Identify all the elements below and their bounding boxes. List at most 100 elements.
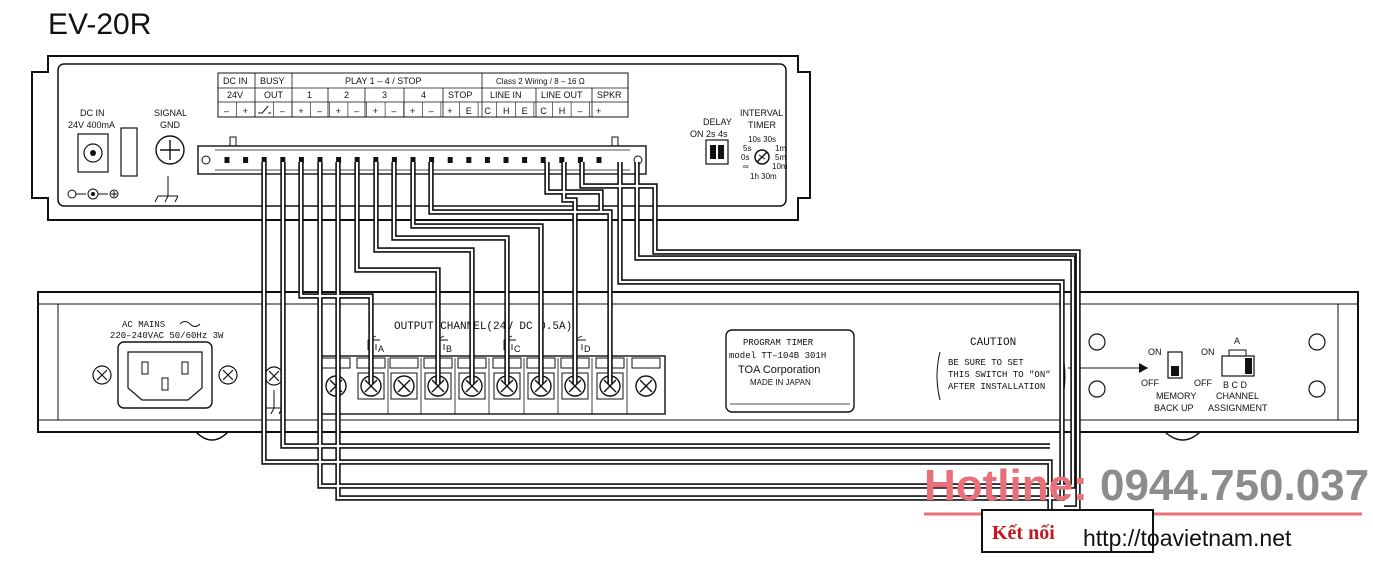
terminal-screw [484,157,490,163]
pin-label: C [540,106,547,116]
delay-label: DELAY [703,117,732,127]
polarity-icon [67,188,119,200]
pin-label: – [317,106,322,116]
pin-label: – [224,106,229,116]
terminal-screw [280,157,286,163]
channel-assign-label2: ASSIGNMENT [1208,403,1268,413]
caution-line2: THIS SWITCH TO "ON" [948,370,1051,380]
terminal-screw [596,157,602,163]
timer-val-2: 1m [775,144,786,153]
timer-val-3: 0s [741,153,749,162]
dc-in-spec: 24V 400mA [68,120,115,130]
pin-label: + [373,106,378,116]
plate-line4: MADE IN JAPAN [750,378,811,387]
signal-gnd-terminal-icon [155,135,185,165]
pin-label: + [410,106,415,116]
ket-noi-label: Kết nối [992,522,1055,544]
interval-label2: TIMER [748,120,776,130]
channel-assign-label1: CHANNEL [1216,391,1259,401]
channel-bcd-label: B C D [1223,380,1248,390]
ket-noi-box [981,509,1154,553]
hotline-watermark: Hotline: 0944.750.037 [924,461,1369,510]
pin-label: H [559,106,566,116]
terminal-screw [243,157,249,163]
timer-val-1: 5s [743,144,751,153]
delay-dip-switch[interactable] [705,139,729,165]
channel-a-label: A [1234,336,1240,346]
timer-val-6: ∞ [743,162,749,171]
tt104b-unit: AC MAINS 220–240VAC 50/60Hz 3W OUTPUT CH… [37,291,1359,441]
nameplate: PROGRAM TIMER model TT–104B 301H TOA Cor… [725,329,855,413]
sub-play-3: 3 [382,90,387,100]
pin-label: H [503,106,510,116]
terminal-screw [354,157,360,163]
group-play: PLAY 1 – 4 / STOP [345,76,422,86]
pin-label: + [596,106,601,116]
arrow-right-icon [1139,363,1148,373]
wire [579,162,1081,511]
dc-jack [77,133,109,173]
wire [373,162,475,384]
terminal-screw [429,157,435,163]
memory-on-label: ON [1148,347,1162,357]
pin-label: C [484,106,491,116]
dc-in-label: DC IN [80,108,105,118]
sub-line-out: LINE OUT [541,90,583,100]
plate-line2: model TT–104B 301H [729,351,826,361]
sub-play-4: 4 [421,90,426,100]
pin-label: E [522,106,528,116]
dc-jack-icon [83,143,103,163]
pin-label: – [280,106,285,116]
memory-label1: MEMORY [1156,391,1196,401]
terminal-screw [540,157,546,163]
memory-off-label: OFF [1141,378,1159,388]
sub-24v: 24V [227,90,243,100]
sub-play-2: 2 [344,90,349,100]
interval-dial-icon[interactable] [754,149,770,165]
timer-val-5: 10m [772,162,788,171]
terminal-screw [373,157,379,163]
terminal-screw [261,157,267,163]
sub-stop: STOP [448,90,472,100]
pin-label: + [298,106,303,116]
ev20r-unit: DC IN 24V 400mA SIGNAL GND [31,55,811,221]
group-busy: BUSY [260,76,285,86]
website-url[interactable]: http://toavietnam.net [1083,525,1292,551]
memory-label2: BACK UP [1154,403,1194,413]
group-dc-in: DC IN [223,76,248,86]
delay-options: ON 2s 4s [690,129,728,139]
pin-label: + [243,106,248,116]
caution-line3: AFTER INSTALLATION [948,382,1045,392]
sub-line-in: LINE IN [490,90,522,100]
plate-line3: TOA Corporation [738,364,820,376]
ac-inlet [92,341,238,409]
ev20r-terminal-strip [197,136,647,175]
pin-label: – [354,106,359,116]
output-channel-label: OUTPUT CHANNEL(24V DC 0.5A) [394,321,572,333]
device-title: EV-20R [48,8,151,41]
terminal-screw [503,157,509,163]
sub-out: OUT [264,90,284,100]
pin-label: – [429,106,434,116]
plate-line1: PROGRAM TIMER [743,338,814,348]
channel-off-label: OFF [1194,378,1212,388]
timer-val-0: 10s 30s [748,135,776,144]
interval-label1: INTERVAL [740,108,783,118]
channel-assignment-switch[interactable] [1221,355,1255,377]
channel-label: D [584,344,591,354]
memory-backup-switch[interactable] [1167,351,1183,379]
pin-label: E [466,106,472,116]
sub-play-1: 1 [307,90,312,100]
group-class2: Class 2 Wiring / 8 – 16 Ω [496,77,585,86]
signal-gnd-label1: SIGNAL [154,108,187,118]
timer-val-4: 5m [775,153,786,162]
terminal-screw [447,157,453,163]
terminal-header-table: DC IN BUSY PLAY 1 – 4 / STOP Class 2 Wir… [217,72,629,118]
ac-mains-spec: 220–240VAC 50/60Hz 3W [110,331,224,341]
terminal-screw [522,157,528,163]
sub-spkr: SPKR [597,90,622,100]
wire [561,162,578,384]
channel-label: C [514,344,521,354]
